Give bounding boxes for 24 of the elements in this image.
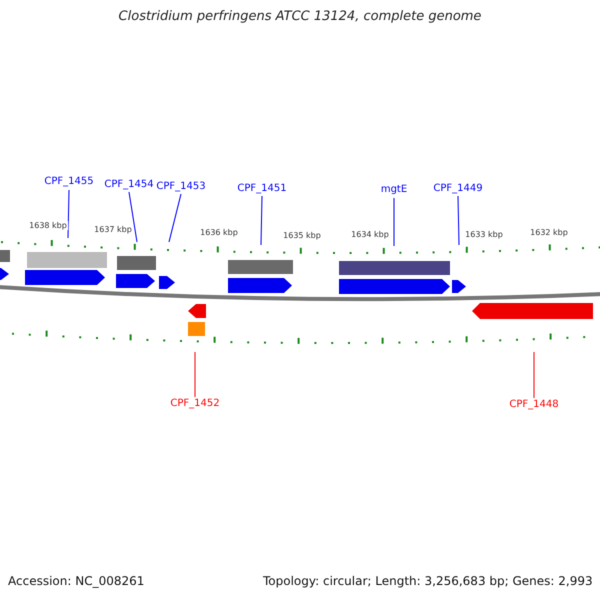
gene-label: CPF_1449 bbox=[433, 183, 483, 194]
gene-label: CPF_1455 bbox=[44, 176, 94, 187]
leader-line bbox=[194, 352, 196, 398]
scale-label: 1632 kbp bbox=[529, 228, 569, 237]
scale-label: 1638 kbp bbox=[28, 221, 68, 230]
scale-label: 1633 kbp bbox=[464, 230, 504, 239]
gene-label: CPF_1453 bbox=[156, 181, 206, 192]
gene-label: CPF_1451 bbox=[237, 183, 287, 194]
title: Clostridium perfringens ATCC 13124, complete genome bbox=[118, 9, 482, 24]
scale-label: 1634 kbp bbox=[350, 230, 390, 239]
leader-line bbox=[168, 194, 182, 242]
leader-line bbox=[128, 192, 138, 242]
gene-label: mgtE bbox=[380, 184, 408, 195]
scale-label: 1636 kbp bbox=[199, 228, 239, 237]
leader-line bbox=[260, 196, 262, 246]
gene-label: CPF_1454 bbox=[104, 179, 154, 190]
leader-line bbox=[68, 190, 70, 238]
scale-label: 1637 kbp bbox=[93, 225, 133, 234]
gene-label: CPF_1452 bbox=[170, 398, 220, 409]
scale-label: 1635 kbp bbox=[282, 231, 322, 240]
footer-text: Accession: NC_008261 bbox=[8, 574, 144, 588]
footer-text: Topology: circular; Length: 3,256,683 bp; Genes: 2,993 bbox=[263, 574, 593, 588]
gene-label: CPF_1448 bbox=[509, 399, 559, 410]
leader-line bbox=[458, 196, 460, 246]
